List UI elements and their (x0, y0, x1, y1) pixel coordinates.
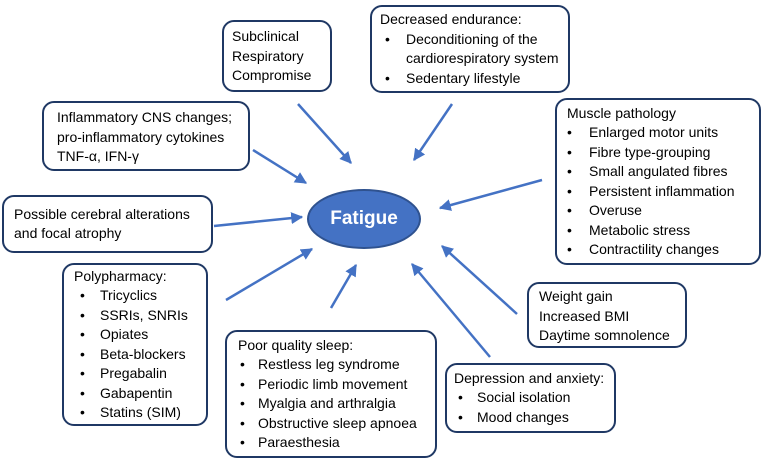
list-item: Social isolation (458, 388, 610, 408)
list-item: Persistent inflammation (567, 182, 755, 202)
arrow-endurance (412, 103, 454, 161)
box-title: Decreased endurance: (380, 11, 522, 27)
list-item: Sedentary lifestyle (385, 69, 565, 89)
box-line: Increased BMI (539, 307, 630, 324)
list-item: Obstructive sleep apnoea (240, 414, 431, 434)
box-title: Poor quality sleep: (238, 336, 354, 353)
box-title: Depression and anxiety: (454, 369, 605, 386)
box-line: Respiratory (232, 47, 304, 64)
list-item: Paraesthesia (240, 433, 431, 453)
box-poor-quality-sleep: Poor quality sleep: Restless leg syndrom… (225, 330, 437, 458)
box-line: Weight gain (539, 288, 613, 304)
list-item: Enlarged motor units (567, 123, 755, 143)
list-item: Opiates (80, 325, 202, 345)
bullet-list: Social isolation Mood changes (454, 388, 610, 427)
box-decreased-endurance: Decreased endurance: Deconditioning of t… (370, 5, 570, 93)
arrow-subclinical (297, 103, 352, 164)
bullet-list: Tricyclics SSRIs, SNRIs Opiates Beta-blo… (74, 286, 202, 423)
list-item: Metabolic stress (567, 221, 755, 241)
box-line: Inflammatory CNS changes; (57, 109, 233, 125)
list-item: Periodic limb movement (240, 375, 431, 395)
box-weight-gain: Weight gain Increased BMI Daytime somnol… (527, 282, 687, 348)
box-polypharmacy: Polypharmacy: Tricyclics SSRIs, SNRIs Op… (62, 263, 208, 426)
list-item: Deconditioning of the cardiorespiratory … (385, 30, 565, 69)
box-line: pro-inflammatory cytokines (57, 128, 225, 145)
box-line: Subclinical (232, 28, 299, 44)
arrow-inflammatory (252, 148, 308, 185)
box-depression-anxiety: Depression and anxiety: Social isolation… (445, 363, 616, 433)
box-line: TNF-α, IFN-γ (57, 148, 139, 164)
arrow-polypharmacy (225, 247, 314, 302)
box-line: Possible cerebral alterations (14, 205, 190, 222)
bullet-list: Deconditioning of the cardiorespiratory … (380, 30, 565, 89)
box-title: Polypharmacy: (74, 267, 167, 284)
list-item: Fibre type-grouping (567, 143, 755, 163)
list-item: Statins (SIM) (80, 403, 202, 423)
list-item: Pregabalin (80, 364, 202, 384)
list-item: Restless leg syndrome (240, 355, 431, 375)
list-item: Contractility changes (567, 240, 755, 260)
arrow-sleep (329, 263, 358, 309)
list-item: Myalgia and arthralgia (240, 394, 431, 414)
list-item: Overuse (567, 201, 755, 221)
arrow-muscle (438, 178, 543, 211)
box-inflammatory-cns: Inflammatory CNS changes; pro-inflammato… (42, 101, 250, 171)
list-item: Small angulated fibres (567, 162, 755, 182)
fatigue-label: Fatigue (330, 208, 398, 229)
box-line: Compromise (232, 67, 312, 83)
list-item: Tricyclics (80, 286, 202, 306)
box-cerebral-alterations: Possible cerebral alterations and focal … (2, 195, 213, 253)
list-item: Gabapentin (80, 384, 202, 404)
box-line: Daytime somnolence (539, 327, 670, 343)
fatigue-node: Fatigue (307, 189, 421, 249)
arrow-cerebral (213, 212, 304, 228)
arrow-weight (441, 245, 518, 315)
list-item: Beta-blockers (80, 345, 202, 365)
box-muscle-pathology: Muscle pathology Enlarged motor units Fi… (555, 98, 761, 265)
box-subclinical-respiratory: Subclinical Respiratory Compromise (222, 20, 332, 92)
bullet-list: Restless leg syndrome Periodic limb move… (238, 355, 431, 453)
bullet-list: Enlarged motor units Fibre type-grouping… (567, 123, 755, 260)
list-item: Mood changes (458, 408, 610, 428)
list-item: SSRIs, SNRIs (80, 306, 202, 326)
box-title: Muscle pathology (567, 104, 676, 121)
box-line: and focal atrophy (14, 225, 122, 241)
